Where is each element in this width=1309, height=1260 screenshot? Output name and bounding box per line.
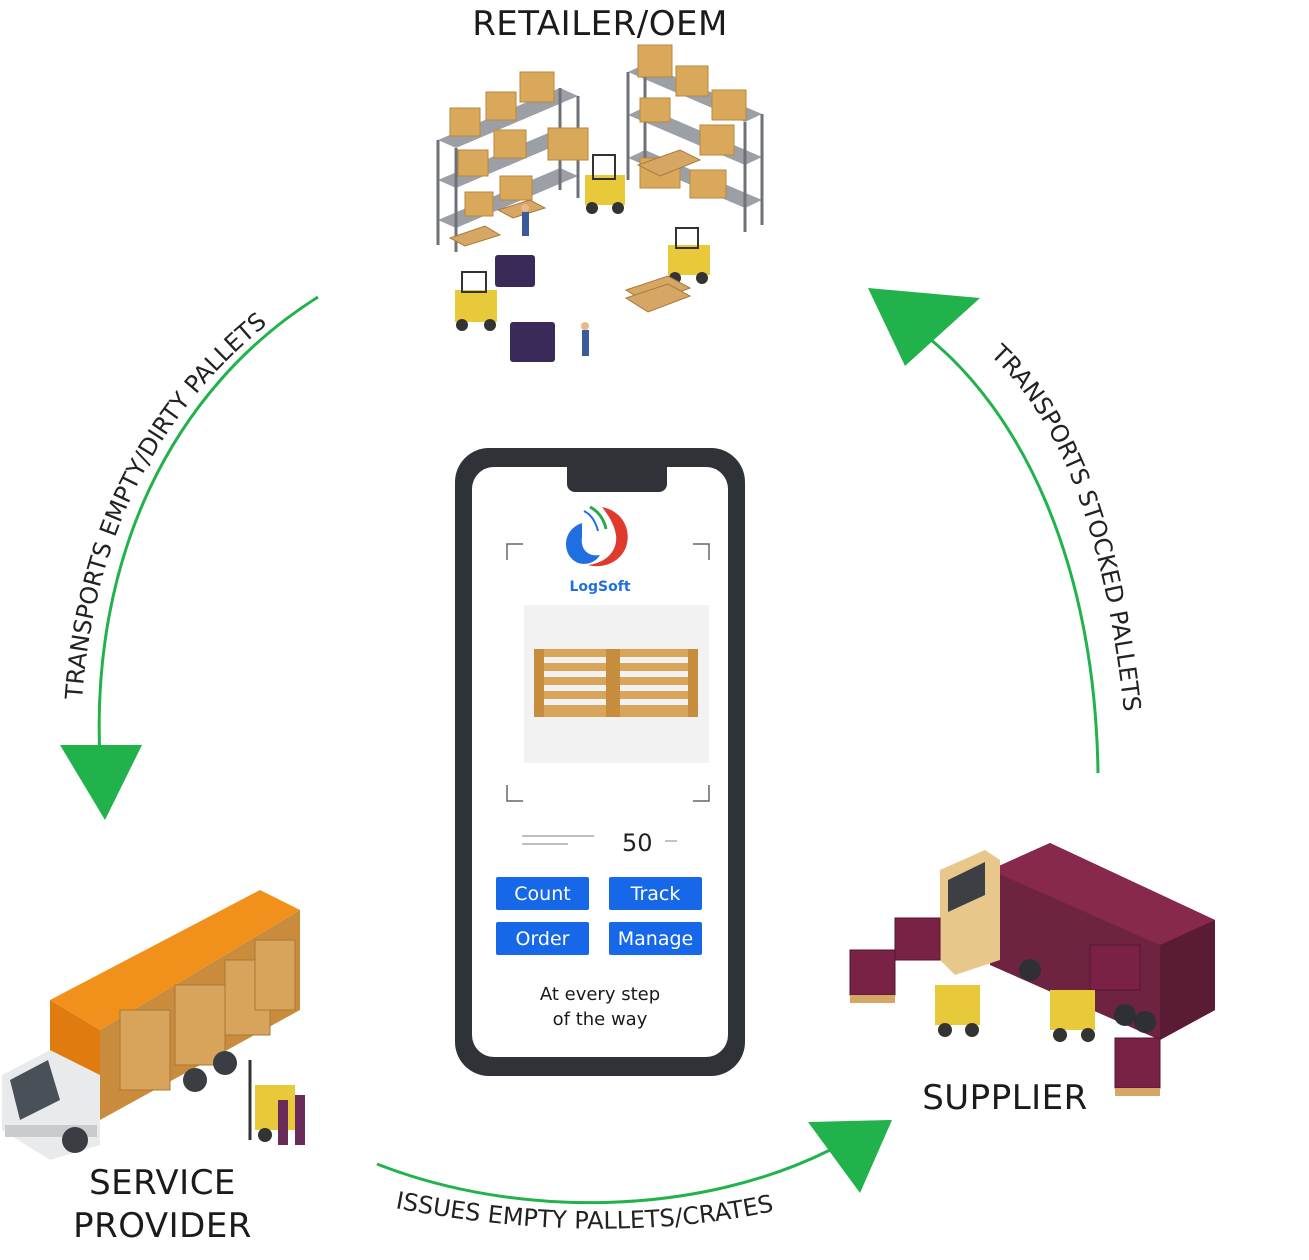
tagline: At every step of the way	[472, 982, 728, 1032]
node-supplier-label: SUPPLIER	[922, 1078, 1088, 1118]
pallet-count-value: 50	[622, 829, 653, 857]
pallet-stack-icon	[534, 649, 698, 717]
node-service-provider-line1: SERVICE	[89, 1163, 236, 1203]
manage-button[interactable]: Manage	[609, 922, 702, 955]
track-button[interactable]: Track	[609, 877, 702, 910]
order-button[interactable]: Order	[496, 922, 589, 955]
flow-label-right: TRANSPORTS STOCKED PALLETS	[985, 338, 1146, 712]
supplier-illustration	[849, 843, 1215, 1096]
warehouse-illustration	[436, 44, 764, 362]
node-retailer-label: RETAILER/OEM	[472, 4, 728, 44]
truck-illustration	[2, 890, 305, 1160]
phone-notch	[567, 467, 667, 492]
count-placeholder-lines	[522, 835, 677, 845]
flow-label-bottom: ISSUES EMPTY PALLETS/CRATES	[394, 1186, 776, 1234]
phone-screen: LogSoft 50 Count Track Order Manage At e…	[472, 467, 728, 1057]
brand-name: LogSoft	[569, 579, 631, 595]
scan-frame	[506, 543, 710, 802]
screen-graphics	[506, 505, 710, 845]
node-service-provider-line2: PROVIDER	[73, 1205, 252, 1246]
node-service-provider-label: SERVICE PROVIDER	[50, 1162, 275, 1247]
flow-label-left: TRANSPORTS EMPTY/DIRTY PALLETS	[60, 307, 272, 701]
flow-arrow-bottom	[376, 1120, 892, 1205]
flow-arrow-left	[60, 295, 319, 820]
phone-mockup: LogSoft 50 Count Track Order Manage At e…	[455, 448, 745, 1076]
count-button[interactable]: Count	[496, 877, 589, 910]
logsoft-logo-icon	[566, 505, 628, 567]
flow-arrow-right	[868, 288, 1100, 774]
tagline-line1: At every step	[539, 984, 661, 1005]
tagline-line2: of the way	[552, 1009, 648, 1030]
